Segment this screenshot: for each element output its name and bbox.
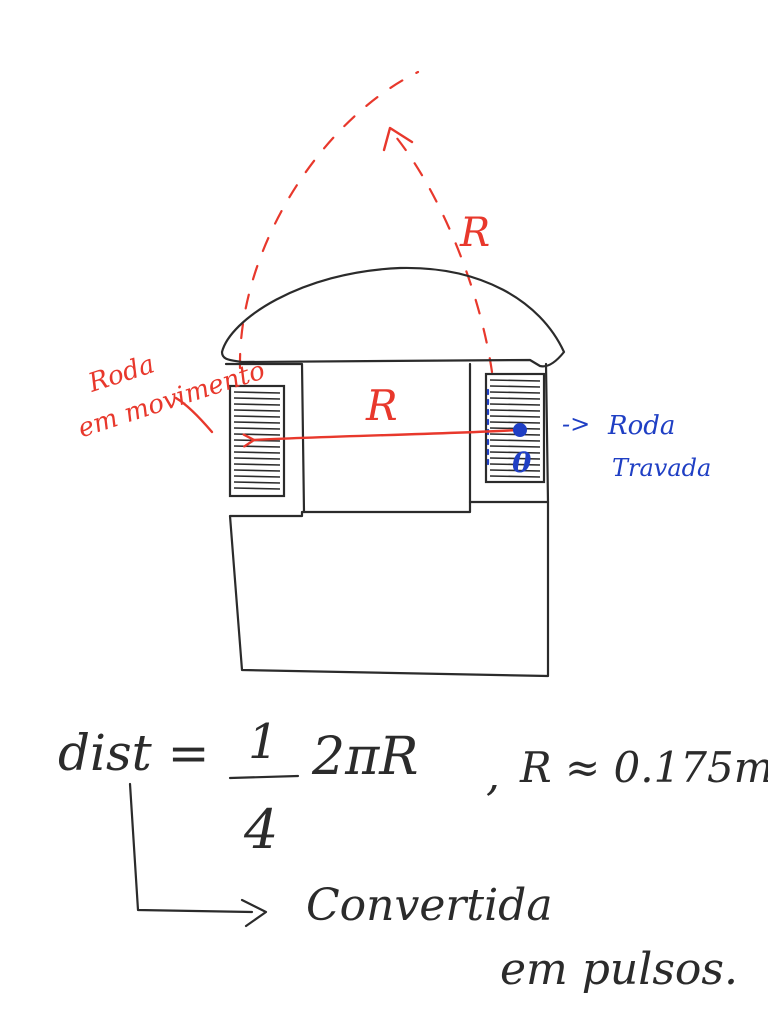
note-connector-arrow <box>128 782 254 914</box>
left-wheel-tread-line <box>233 445 281 448</box>
radius-arc-label: R <box>459 210 490 256</box>
left-wheel-tread-line <box>233 463 281 466</box>
left-wheel-tread-line <box>233 469 281 472</box>
formula-fraction-bar <box>228 774 300 780</box>
moving-wheel-pointer <box>174 396 214 434</box>
locked-wheel-arrow: -> <box>562 410 590 438</box>
formula-separator: , <box>486 750 500 801</box>
right-wheel-tread-line <box>489 439 541 442</box>
robot-front-bumper <box>220 266 566 368</box>
note-line2: em pulsos. <box>500 944 738 995</box>
formula-denominator: 4 <box>243 798 278 861</box>
left-wheel-tread-line <box>233 427 281 430</box>
right-wheel-tread-line <box>489 475 541 478</box>
left-wheel-tread-line <box>233 433 281 436</box>
arc-radius-arrowhead <box>382 126 414 152</box>
left-wheel-tread-line <box>233 481 281 484</box>
left-wheel-tread-line <box>233 421 281 424</box>
moving-wheel-label: Roda em movimento <box>74 349 268 444</box>
right-wheel-tread-line <box>489 391 541 394</box>
formula-term: 2πR <box>311 727 418 787</box>
right-wheel-tread-line <box>489 385 541 388</box>
robot-body <box>228 500 550 678</box>
note-connector-arrowhead <box>240 898 268 928</box>
distance-formula: dist = 1 4 2πR , R ≈ 0.175m <box>58 714 768 861</box>
left-wheel-tread-line <box>233 487 281 490</box>
locked-wheel-label-line2: Travada <box>612 454 711 482</box>
right-wheel-tread-line <box>489 469 541 472</box>
radius-arrow <box>254 428 520 440</box>
pivot-label: 0 <box>512 446 532 479</box>
right-wheel-tread-line <box>489 457 541 460</box>
right-wheel-tread-line <box>489 379 541 382</box>
right-wheel-tread-line <box>489 409 541 412</box>
left-wheel-frame <box>224 362 306 514</box>
left-wheel-tread-line <box>233 409 281 412</box>
right-wheel-tread-line <box>489 451 541 454</box>
right-wheel-locked <box>484 372 546 484</box>
right-wheel-tread-line <box>489 397 541 400</box>
formula-numerator: 1 <box>248 714 279 770</box>
left-wheel-tread-line <box>233 391 281 394</box>
left-wheel-tread-line <box>233 415 281 418</box>
radius-line-label: R <box>365 381 398 430</box>
wheel-path-arc <box>238 70 420 370</box>
right-wheel-tread-line <box>489 421 541 424</box>
left-wheel-tread-line <box>233 397 281 400</box>
left-wheel-tread-line <box>233 475 281 478</box>
left-wheel-tread-line <box>233 457 281 460</box>
left-wheel-tread-line <box>233 451 281 454</box>
locked-wheel-label-line1: Roda <box>607 411 675 441</box>
left-wheel-tread-line <box>233 403 281 406</box>
formula-approx: R ≈ 0.175m <box>519 743 768 792</box>
note-line1: Convertida <box>306 880 553 931</box>
arc-radius-line <box>390 130 494 374</box>
left-wheel-moving <box>228 384 286 498</box>
pivot-point <box>513 423 527 437</box>
right-wheel-tread-line <box>489 445 541 448</box>
right-wheel-tread-line <box>489 403 541 406</box>
right-wheel-tread-line <box>489 415 541 418</box>
right-wheel-tread-line <box>489 463 541 466</box>
formula-lhs: dist = <box>58 724 210 782</box>
